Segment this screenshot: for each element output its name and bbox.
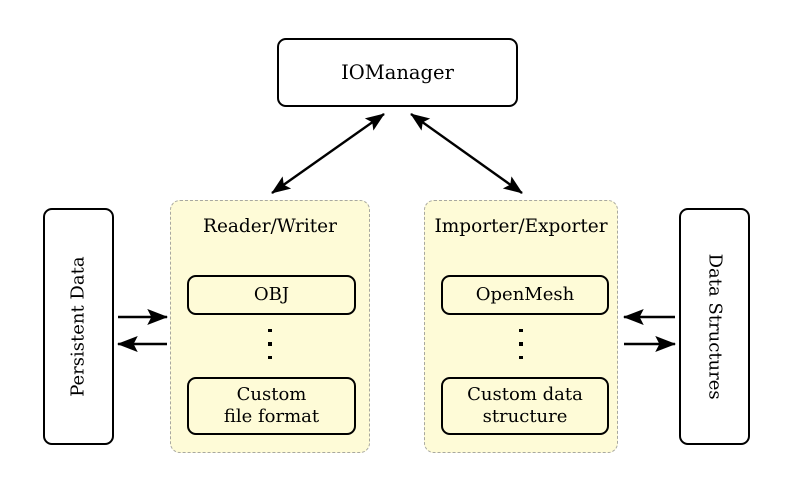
node-custom-file-format-line2: file format — [223, 406, 320, 427]
panel-importer-exporter-title: Importer/Exporter — [434, 216, 608, 237]
ellipsis-reader-writer — [265, 329, 275, 367]
node-custom-data-structure-line2: structure — [482, 406, 568, 427]
panel-reader-writer[interactable]: Reader/Writer OBJ Custom file format — [170, 200, 370, 453]
node-iomanager-label: IOManager — [341, 61, 454, 84]
arrow-manager-importerexporter — [410, 113, 523, 194]
panel-reader-writer-title: Reader/Writer — [203, 216, 337, 237]
ellipsis-importer-exporter — [516, 329, 526, 367]
node-iomanager[interactable]: IOManager — [277, 38, 518, 107]
node-obj[interactable]: OBJ — [187, 275, 356, 315]
node-persistent-data-label: Persistent Data — [67, 256, 89, 397]
node-openmesh[interactable]: OpenMesh — [441, 275, 609, 315]
node-custom-data-structure-label: Custom data structure — [467, 384, 583, 427]
node-custom-file-format-label: Custom file format — [224, 384, 319, 427]
node-custom-data-structure-line1: Custom data — [467, 384, 583, 406]
node-data-structures[interactable]: Data Structures — [679, 208, 750, 445]
node-persistent-data[interactable]: Persistent Data — [43, 208, 114, 445]
node-openmesh-label: OpenMesh — [475, 284, 575, 306]
arrow-manager-readerwriter — [271, 113, 385, 194]
node-custom-file-format[interactable]: Custom file format — [187, 377, 356, 435]
node-data-structures-label: Data Structures — [704, 253, 726, 400]
node-custom-data-structure[interactable]: Custom data structure — [441, 377, 609, 435]
node-obj-label: OBJ — [253, 284, 290, 306]
node-custom-file-format-line1: Custom — [236, 384, 307, 406]
panel-importer-exporter[interactable]: Importer/Exporter OpenMesh Custom data s… — [424, 200, 618, 453]
